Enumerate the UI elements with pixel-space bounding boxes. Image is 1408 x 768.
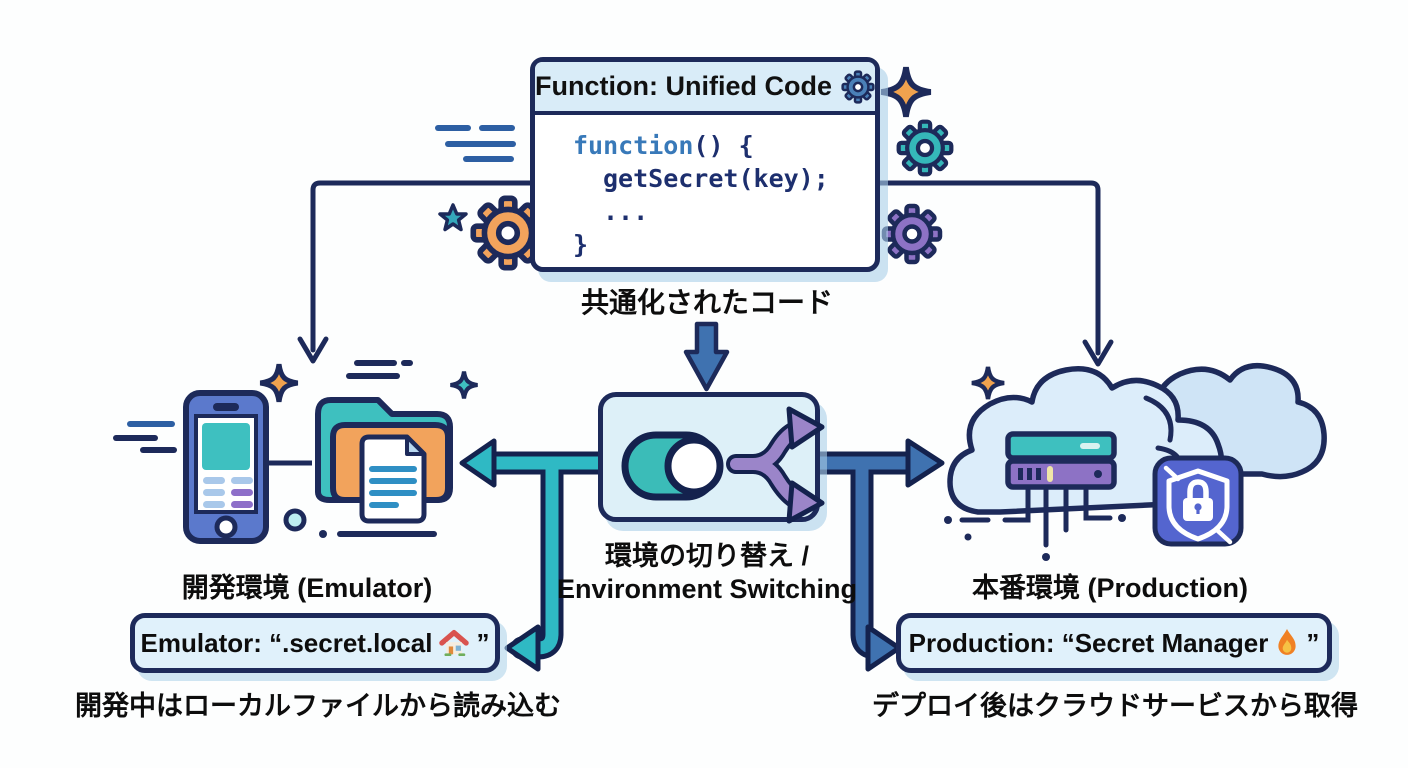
arrow-to-production xyxy=(803,438,945,672)
production-secret-quote: ” xyxy=(1306,627,1320,658)
gear-icon xyxy=(841,69,875,104)
dot-accent xyxy=(283,508,307,532)
speed-lines-top xyxy=(435,125,516,162)
environment-switch-box xyxy=(598,392,825,524)
code-box-header: Function: Unified Code xyxy=(535,62,875,115)
house-icon xyxy=(439,630,470,656)
sparkle-icon xyxy=(881,67,930,116)
emulator-secret-box: Emulator: “.secret.local ” xyxy=(130,613,500,673)
switch-caption: 環境の切り替え / Environment Switching xyxy=(520,540,894,606)
production-caption: デプロイ後はクラウドサービスから取得 xyxy=(872,691,1358,721)
arrow-to-emulator xyxy=(459,438,618,672)
document-icon xyxy=(359,434,427,524)
sparkle-icon xyxy=(972,367,1004,399)
code-line: function() { xyxy=(573,131,754,160)
down-arrow xyxy=(683,321,730,392)
gear-icon-purple xyxy=(884,206,940,262)
switch-icons xyxy=(621,406,825,524)
speed-lines-folder xyxy=(346,360,413,379)
switch-caption-line1: 環境の切り替え / xyxy=(604,541,809,571)
emulator-caption: 開発中はローカルファイルから読み込む xyxy=(75,691,561,721)
production-secret-text: Production: “Secret Manager xyxy=(908,627,1269,658)
sparkle-icon xyxy=(450,371,477,398)
phone-icon xyxy=(183,390,312,544)
code-box: Function: Unified Code function() { getS… xyxy=(530,57,880,272)
code-caption: 共通化されたコード xyxy=(580,287,833,318)
server-icon xyxy=(944,431,1126,561)
star-icon-teal xyxy=(438,203,468,232)
folder-icon xyxy=(315,397,453,524)
production-title: 本番環境 (Production) xyxy=(972,573,1248,603)
code-line: getSecret(key); xyxy=(603,164,829,193)
fire-icon xyxy=(1278,629,1296,655)
code-line: ... xyxy=(603,197,649,226)
code-box-title: Function: Unified Code xyxy=(535,71,832,101)
switch-caption-line2: Environment Switching xyxy=(556,574,858,604)
toggle-icon xyxy=(621,431,724,501)
shield-lock-icon xyxy=(1152,455,1244,547)
code-snippet: function() { getSecret(key); ... } xyxy=(535,115,875,261)
connector-right xyxy=(877,180,1114,367)
emulator-secret-text: Emulator: “.secret.local xyxy=(140,627,433,658)
emulator-secret-quote: ” xyxy=(476,627,490,658)
underline-accent xyxy=(319,530,437,538)
emulator-title: 開発環境 (Emulator) xyxy=(181,573,433,603)
sparkle-icon xyxy=(260,364,297,401)
connector-left xyxy=(297,180,533,364)
fork-arrows-icon xyxy=(726,406,825,524)
production-secret-box: Production: “Secret Manager ” xyxy=(896,613,1332,673)
speed-lines-phone xyxy=(113,421,177,453)
code-line: } xyxy=(573,230,589,259)
gear-icon-teal xyxy=(899,122,952,175)
